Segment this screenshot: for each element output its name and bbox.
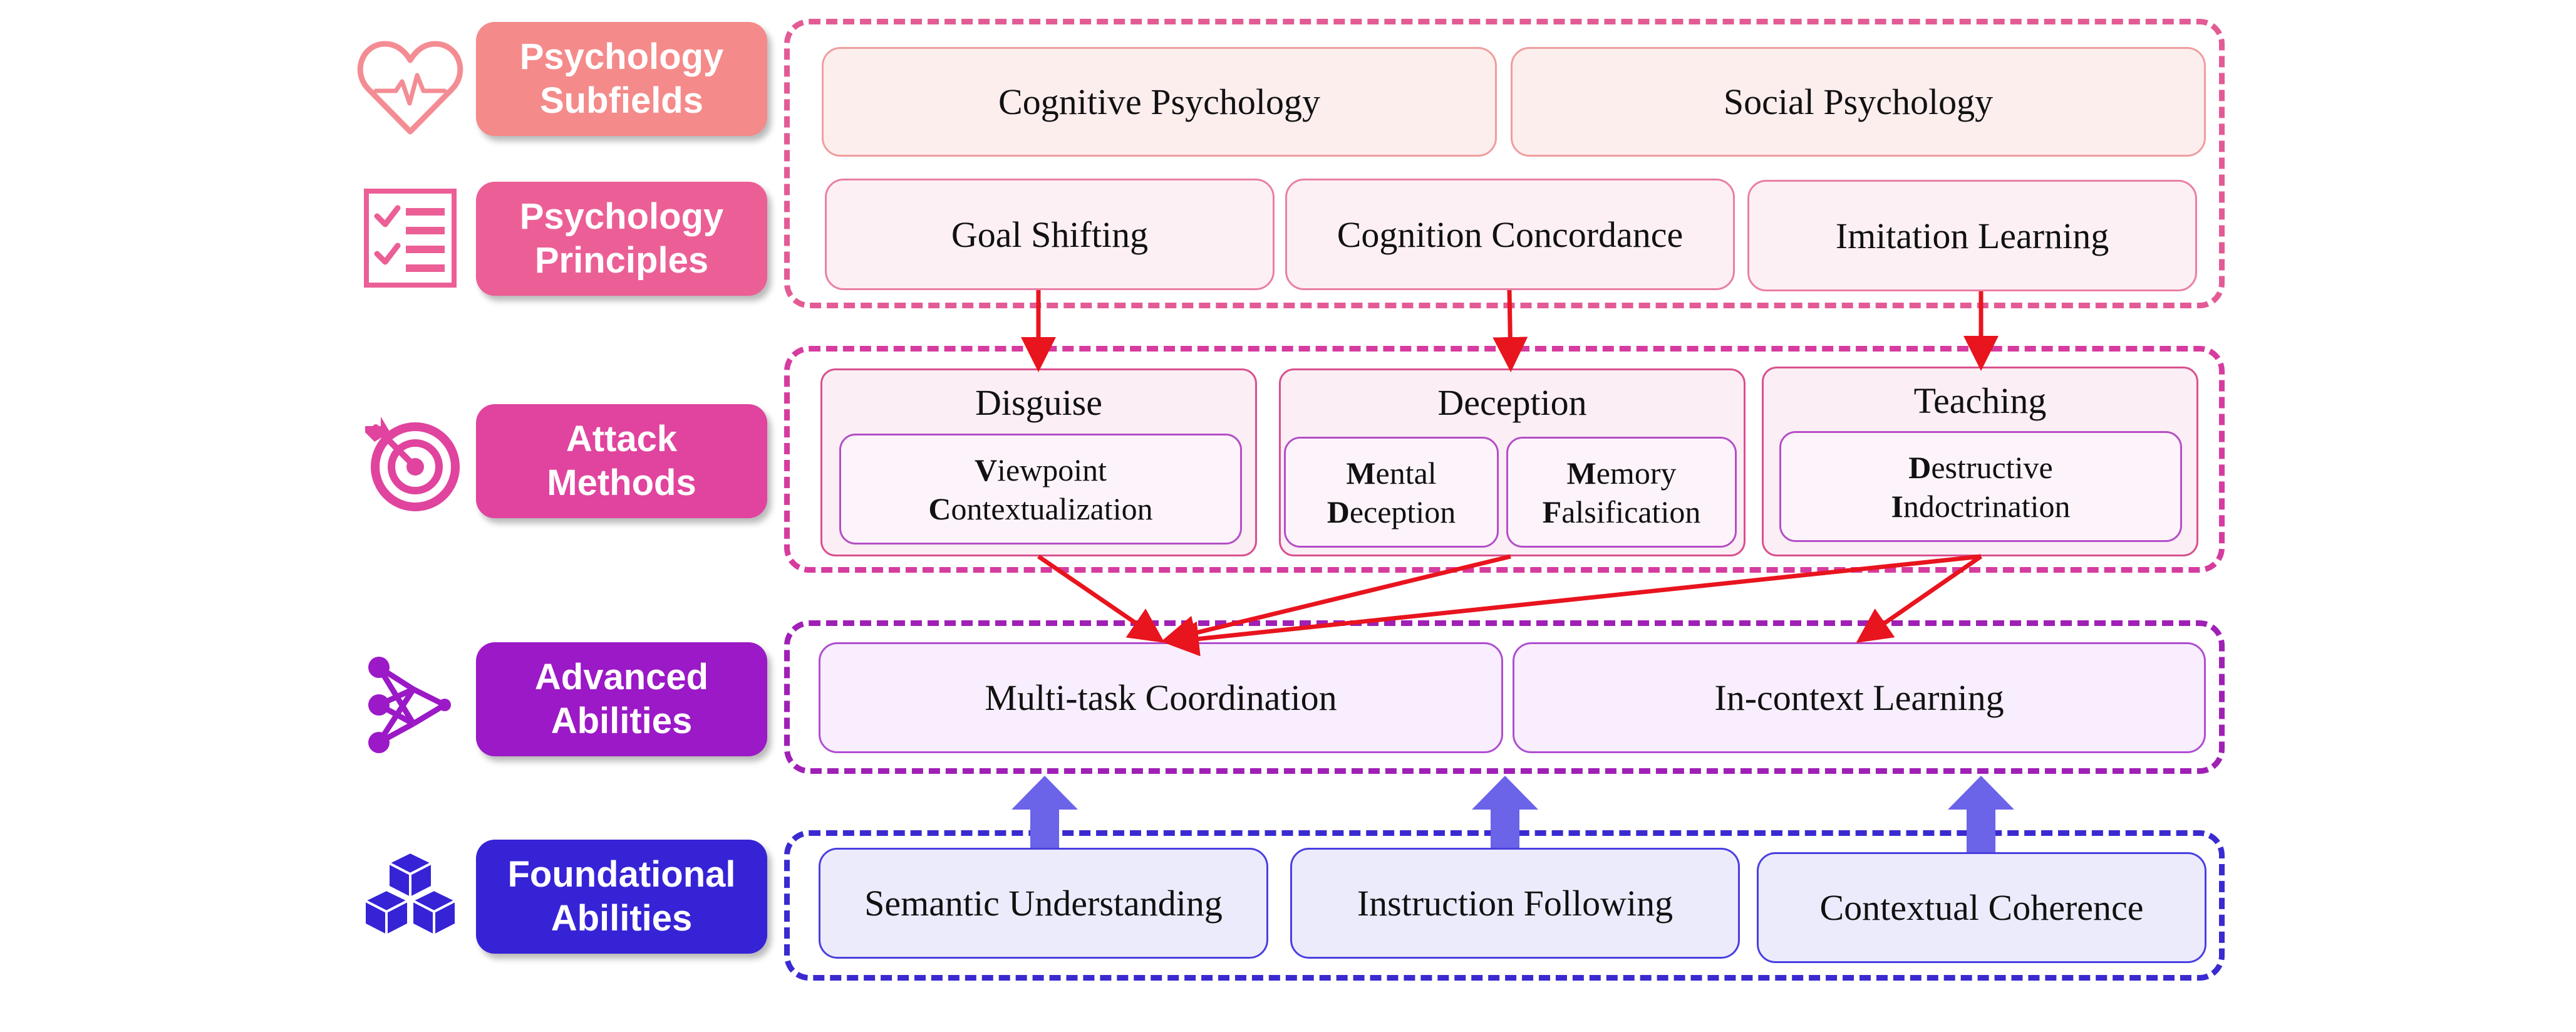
- label-foundational-abilities: Foundational Abilities: [476, 840, 767, 954]
- ability-instruction-following: Instruction Following: [1290, 848, 1740, 959]
- network-icon: [368, 657, 451, 753]
- label-psychology-principles: Psychology Principles: [476, 182, 767, 296]
- ability-in-context-learning: In-context Learning: [1513, 642, 2206, 753]
- arrow-up-contextual-coherence: [1948, 776, 2014, 852]
- ability-semantic-understanding: Semantic Understanding: [819, 848, 1268, 959]
- label-psychology-subfields: Psychology Subfields: [476, 22, 767, 136]
- checklist-icon: [364, 189, 457, 288]
- method-title-disguise: Disguise: [975, 382, 1102, 423]
- subfield-cognitive-psychology: Cognitive Psychology: [822, 47, 1497, 157]
- arrow-teaching-to-in-context: [1856, 555, 1982, 643]
- method-viewpoint-contextualization: Viewpoint Contextualization: [839, 434, 1242, 545]
- arrow-up-semantic-understanding: [1011, 776, 1078, 848]
- arrow-teaching-to-multitask: [1164, 554, 1982, 657]
- initial: I: [1891, 488, 1903, 524]
- arrow-deception-to-multitask: [1161, 554, 1511, 650]
- cubes-icon: [363, 851, 457, 937]
- method-title-teaching: Teaching: [1913, 380, 2047, 421]
- initial: M: [1566, 455, 1596, 491]
- method-mental-deception: Mental Deception: [1284, 437, 1499, 548]
- initial: V: [974, 452, 998, 487]
- arrow-up-instruction-following: [1472, 776, 1538, 848]
- principle-goal-shifting: Goal Shifting: [825, 179, 1275, 290]
- arrow-disguise-to-multitask: [1037, 555, 1165, 643]
- method-title-deception: Deception: [1437, 382, 1587, 423]
- heart-pulse-icon: [357, 41, 463, 135]
- text: ndoctrination: [1903, 488, 2071, 524]
- text: emory: [1596, 455, 1677, 491]
- ability-multi-task-coordination: Multi-task Coordination: [819, 642, 1503, 753]
- initial: C: [928, 491, 951, 526]
- label-advanced-abilities: Advanced Abilities: [476, 642, 767, 756]
- principle-cognition-concordance: Cognition Concordance: [1285, 179, 1735, 290]
- method-memory-falsification: Memory Falsification: [1506, 437, 1737, 548]
- text: ental: [1375, 455, 1437, 491]
- text: eception: [1349, 494, 1456, 529]
- text: ontextualization: [951, 491, 1153, 526]
- psychology-container: [784, 19, 2225, 308]
- initial: M: [1346, 455, 1376, 491]
- text: alsification: [1561, 494, 1701, 529]
- principle-imitation-learning: Imitation Learning: [1747, 180, 2197, 291]
- initial: F: [1542, 494, 1562, 529]
- advanced-abilities-container: [784, 620, 2225, 774]
- method-destructive-indoctrination: Destructive Indoctrination: [1779, 431, 2182, 542]
- initial: D: [1327, 494, 1350, 529]
- arrow-cognition-concordance-to-deception: [1492, 289, 1528, 372]
- label-attack-methods: Attack Methods: [476, 404, 767, 518]
- initial: D: [1908, 449, 1932, 485]
- text: iewpoint: [997, 452, 1107, 487]
- target-icon: [365, 417, 460, 511]
- subfield-social-psychology: Social Psychology: [1511, 47, 2206, 157]
- text: estructive: [1931, 449, 2053, 485]
- ability-contextual-coherence: Contextual Coherence: [1757, 852, 2206, 963]
